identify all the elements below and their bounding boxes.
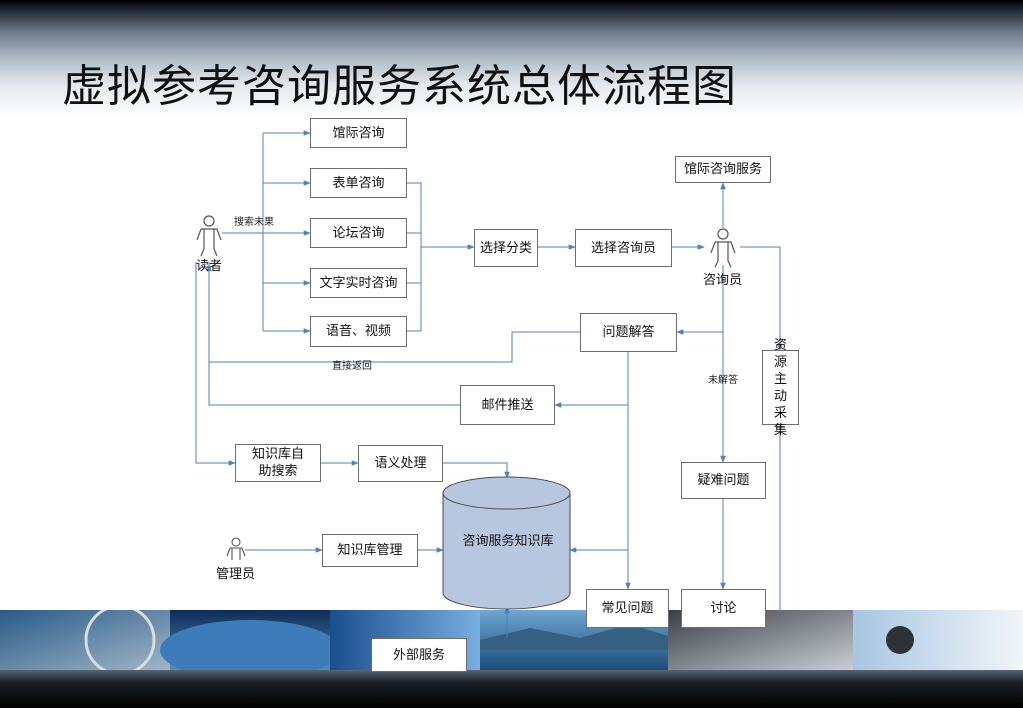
node-resource-collection: 资源主动采集 [762, 338, 799, 438]
edge-channels-merge [407, 182, 422, 332]
footer-gradient-band [0, 670, 1023, 708]
edge-label-direct-return: 直接返回 [332, 361, 372, 372]
edge-email-to-reader [208, 262, 460, 406]
node-kb-self-search: 知识库自助搜索 [235, 444, 321, 482]
reader-person-icon [196, 215, 222, 257]
knowledge-base-cylinder [442, 476, 571, 610]
node-email-push: 邮件推送 [460, 385, 555, 425]
channel-voice-video: 语音、视频 [310, 316, 407, 347]
consultant-person-icon [710, 228, 736, 268]
node-select-consultant: 选择咨询员 [575, 229, 672, 267]
channel-form: 表单咨询 [310, 168, 407, 198]
node-select-category: 选择分类 [474, 229, 538, 267]
page-title: 虚拟参考咨询服务系统总体流程图 [62, 61, 737, 112]
channel-text-realtime: 文字实时咨询 [310, 268, 407, 298]
node-interlibrary-service: 馆际咨询服务 [675, 156, 771, 183]
edge-answer-to-email [554, 352, 629, 408]
edge-reader-to-kb-search [195, 262, 236, 466]
node-kb-management: 知识库管理 [322, 534, 418, 567]
channel-forum: 论坛咨询 [310, 218, 407, 248]
node-semantic-processing: 语义处理 [358, 445, 443, 482]
edge-semantic-to-kb [443, 462, 510, 479]
edge-label-unanswered: 未解答 [708, 375, 738, 386]
node-answer: 问题解答 [580, 313, 677, 352]
actor-consultant-label: 咨询员 [703, 273, 743, 288]
node-discussion: 讨论 [681, 589, 766, 628]
node-difficult-questions: 疑难问题 [681, 462, 766, 499]
edge-label-search-failed: 搜索未果 [234, 217, 274, 228]
admin-person-icon [226, 537, 246, 560]
header-gradient-band [0, 0, 1023, 120]
channel-interlibrary: 馆际咨询 [310, 118, 407, 148]
actor-admin-label: 管理员 [216, 567, 256, 582]
knowledge-base-label: 咨询服务知识库 [462, 534, 554, 549]
node-external-service: 外部服务 [371, 638, 467, 672]
actor-reader-label: 读者 [196, 259, 223, 274]
node-faq: 常见问题 [586, 589, 669, 628]
decorative-photo-strip [0, 610, 1023, 670]
edge-consultant-to-resource [740, 246, 783, 351]
